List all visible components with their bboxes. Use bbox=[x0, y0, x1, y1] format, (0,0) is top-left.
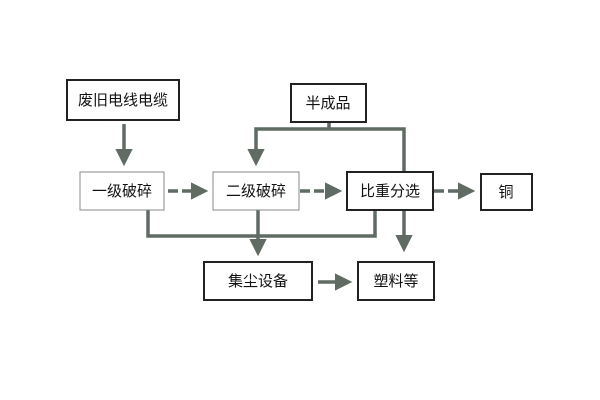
node-waste-cable-label: 废旧电线电缆 bbox=[78, 91, 168, 109]
connectors bbox=[115, 122, 476, 291]
node-plastics: 塑料等 bbox=[357, 261, 435, 301]
loop-semi-product-return bbox=[247, 127, 406, 172]
node-gravity-separation: 比重分选 bbox=[346, 171, 434, 211]
node-primary-crushing: 一级破碎 bbox=[79, 171, 165, 211]
node-copper: 铜 bbox=[480, 173, 533, 211]
node-dust-collector: 集尘设备 bbox=[203, 261, 313, 301]
node-copper-label: 铜 bbox=[498, 183, 513, 201]
node-secondary-crushing: 二级破碎 bbox=[212, 171, 300, 211]
node-secondary-crushing-label: 二级破碎 bbox=[226, 182, 286, 200]
node-dust-collector-label: 集尘设备 bbox=[228, 272, 288, 290]
loop-dust-collection bbox=[146, 210, 377, 238]
node-gravity-separation-label: 比重分选 bbox=[360, 182, 420, 200]
node-semi-product: 半成品 bbox=[290, 83, 367, 123]
node-semi-product-label: 半成品 bbox=[305, 94, 350, 112]
node-waste-cable: 废旧电线电缆 bbox=[66, 79, 180, 121]
node-primary-crushing-label: 一级破碎 bbox=[92, 182, 152, 200]
node-plastics-label: 塑料等 bbox=[373, 272, 418, 290]
